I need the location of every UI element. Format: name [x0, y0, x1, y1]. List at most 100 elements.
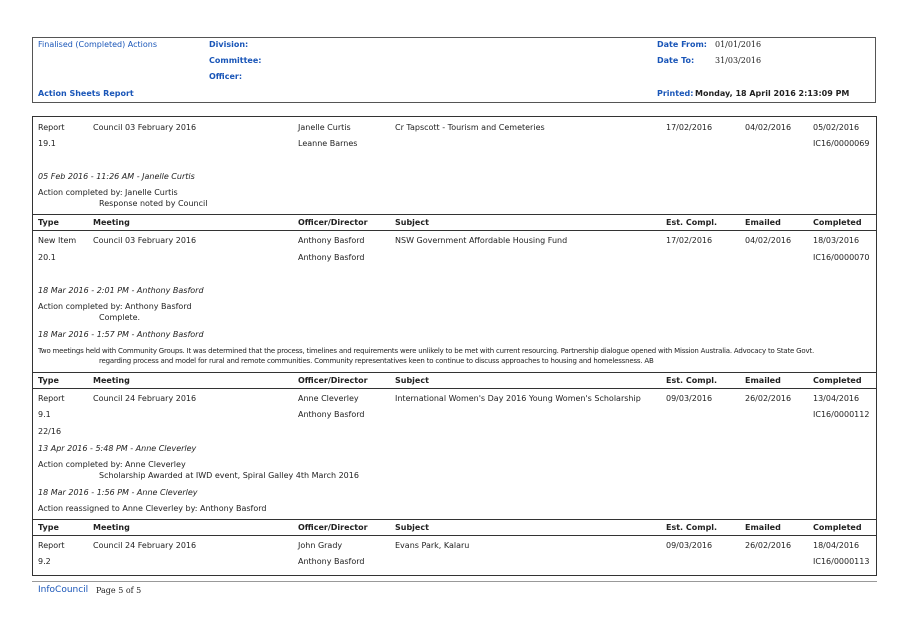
col-subject: Subject [395, 523, 429, 532]
body-left-border [32, 116, 33, 575]
rec3-ref: IC16/0000112 [813, 410, 870, 419]
division-label: Division: [209, 40, 249, 49]
report-type: Finalised (Completed) Actions [38, 40, 158, 49]
rec2-note2-heading: 18 Mar 2016 - 1:57 PM - Anthony Basford [38, 330, 204, 339]
report-header [32, 37, 876, 103]
rec3-type: Report [38, 394, 65, 403]
rec3-est: 09/03/2016 [666, 394, 713, 403]
rec2-note2-text: Two meetings held with Community Groups.… [38, 347, 815, 355]
rec2-completed: 18/03/2016 [813, 236, 860, 245]
rec3-item: 9.1 [38, 410, 51, 419]
rec3-emailed: 26/02/2016 [745, 394, 792, 403]
rec3-note2-heading: 18 Mar 2016 - 1:56 PM - Anne Cleverley [38, 488, 198, 497]
rec4-item: 9.2 [38, 557, 51, 566]
rec3-item-number: 22/16 [38, 427, 62, 436]
rec4-ref: IC16/0000113 [813, 557, 870, 566]
rec2-type: New Item [38, 236, 77, 245]
printed-label: Printed: [657, 89, 694, 98]
col-est: Est. Compl. [666, 218, 718, 227]
rec3-meeting: Council 24 February 2016 [93, 394, 197, 403]
col-meeting: Meeting [93, 523, 130, 532]
rec4-completed: 18/04/2016 [813, 541, 860, 550]
rec3-note2-text: Action reassigned to Anne Cleverley by: … [38, 504, 267, 513]
col-completed: Completed [813, 376, 862, 385]
date-from-value: 01/01/2016 [715, 40, 762, 49]
rec2-officer2: Anthony Basford [298, 253, 365, 262]
rec4-subject: Evans Park, Kalaru [395, 541, 470, 550]
rec4-meeting: Council 24 February 2016 [93, 541, 197, 550]
rec2-officer: Anthony Basford [298, 236, 365, 245]
col-est: Est. Compl. [666, 523, 718, 532]
header-underline [32, 230, 877, 231]
rec1-completed: 05/02/2016 [813, 123, 860, 132]
col-type: Type [38, 218, 59, 227]
rec3-note1-text-2: Scholarship Awarded at IWD event, Spiral… [99, 471, 359, 480]
rec2-meeting: Council 03 February 2016 [93, 236, 197, 245]
col-completed: Completed [813, 218, 862, 227]
officer-label: Officer: [209, 72, 243, 81]
col-subject: Subject [395, 218, 429, 227]
rec1-emailed: 04/02/2016 [745, 123, 792, 132]
col-meeting: Meeting [93, 218, 130, 227]
rec1-est: 17/02/2016 [666, 123, 713, 132]
date-to-label: Date To: [657, 56, 695, 65]
body-bottom-border [32, 575, 877, 576]
rec3-officer2: Anthony Basford [298, 410, 365, 419]
rec2-subject: NSW Government Affordable Housing Fund [395, 236, 568, 245]
rec3-note1-text: Action completed by: Anne Cleverley [38, 460, 186, 469]
row-divider [32, 372, 877, 373]
date-from-label: Date From: [657, 40, 708, 49]
footer-divider [32, 581, 877, 582]
rec3-officer: Anne Cleverley [298, 394, 359, 403]
rec2-note1-heading: 18 Mar 2016 - 2:01 PM - Anthony Basford [38, 286, 204, 295]
report-name: Action Sheets Report [38, 89, 134, 98]
rec1-subject: Cr Tapscott - Tourism and Cemeteries [395, 123, 545, 132]
rec4-officer: John Grady [298, 541, 343, 550]
rec2-note2-text-2: regarding process and model for rural an… [99, 357, 654, 365]
rec1-ref: IC16/0000069 [813, 139, 870, 148]
col-emailed: Emailed [745, 218, 781, 227]
header-underline [32, 388, 877, 389]
rec1-note-heading: 05 Feb 2016 - 11:26 AM - Janelle Curtis [38, 172, 195, 181]
rec1-type: Report [38, 123, 65, 132]
rec1-officer2: Leanne Barnes [298, 139, 358, 148]
date-to-value: 31/03/2016 [715, 56, 762, 65]
rec4-est: 09/03/2016 [666, 541, 713, 550]
header-underline [32, 535, 877, 536]
col-est: Est. Compl. [666, 376, 718, 385]
col-officer: Officer/Director [298, 218, 368, 227]
rec1-item: 19.1 [38, 139, 56, 148]
col-emailed: Emailed [745, 376, 781, 385]
rec3-note1-heading: 13 Apr 2016 - 5:48 PM - Anne Cleverley [38, 444, 197, 453]
rec1-meeting: Council 03 February 2016 [93, 123, 197, 132]
col-officer: Officer/Director [298, 523, 368, 532]
rec2-ref: IC16/0000070 [813, 253, 870, 262]
body-right-border [876, 116, 877, 575]
footer-page-number: Page 5 of 5 [96, 586, 142, 595]
rec4-officer2: Anthony Basford [298, 557, 365, 566]
col-emailed: Emailed [745, 523, 781, 532]
rec3-completed: 13/04/2016 [813, 394, 860, 403]
col-completed: Completed [813, 523, 862, 532]
rec1-officer: Janelle Curtis [298, 123, 351, 132]
row-divider [32, 214, 877, 215]
col-officer: Officer/Director [298, 376, 368, 385]
rec3-subject: International Women's Day 2016 Young Wom… [395, 394, 641, 403]
committee-label: Committee: [209, 56, 262, 65]
rec1-note-text: Action completed by: Janelle Curtis [38, 188, 178, 197]
rec2-note1-text: Action completed by: Anthony Basford [38, 302, 192, 311]
rec4-emailed: 26/02/2016 [745, 541, 792, 550]
rec4-type: Report [38, 541, 65, 550]
printed-value: Monday, 18 April 2016 2:13:09 PM [695, 89, 850, 98]
col-subject: Subject [395, 376, 429, 385]
body-top-border [32, 116, 876, 117]
rec2-note1-text-2: Complete. [99, 313, 141, 322]
rec2-est: 17/02/2016 [666, 236, 713, 245]
footer-brand: InfoCouncil [38, 585, 89, 595]
rec1-note-text-2: Response noted by Council [99, 199, 208, 208]
col-meeting: Meeting [93, 376, 130, 385]
col-type: Type [38, 376, 59, 385]
rec2-emailed: 04/02/2016 [745, 236, 792, 245]
col-type: Type [38, 523, 59, 532]
row-divider [32, 519, 877, 520]
